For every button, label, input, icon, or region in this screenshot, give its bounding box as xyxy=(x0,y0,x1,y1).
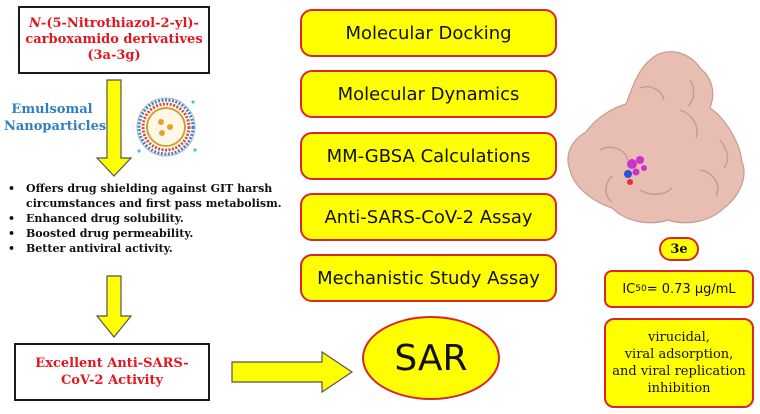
emulsomal-label-line-2: Nanoparticles xyxy=(4,119,107,134)
title-line-2: carboxamido derivatives xyxy=(25,32,203,47)
compound-series-title-box: N-(5-Nitrothiazol-2-yl)- carboxamido der… xyxy=(18,6,210,74)
mechanism-line-3: and viral replication xyxy=(612,364,746,379)
sar-ellipse: SAR xyxy=(362,316,500,400)
emulsomal-nanoparticles-label: Emulsomal Nanoparticles xyxy=(4,101,107,135)
benefit-item: Enhanced drug solubility. xyxy=(6,211,306,226)
benefit-item: Boosted drug permeability. xyxy=(6,226,306,241)
ic50-value: = 0.73 µg/mL xyxy=(646,281,736,297)
benefit-item: Offers drug shielding against GIT harsh … xyxy=(6,181,306,211)
emulsome-icon xyxy=(136,97,197,157)
activity-result-box: Excellent Anti-SARS- CoV-2 Activity xyxy=(14,343,210,401)
activity-line-1: Excellent Anti-SARS- xyxy=(35,356,189,371)
mechanism-line-1: virucidal, xyxy=(648,330,710,345)
step-mechanistic-study: Mechanistic Study Assay xyxy=(300,254,557,302)
compound-3e-label: 3e xyxy=(659,237,699,261)
down-arrow-1 xyxy=(95,79,133,177)
title-line-1: -(5-Nitrothiazol-2-yl)- xyxy=(40,16,199,31)
mechanism-box: virucidal, viral adsorption, and viral r… xyxy=(604,318,754,408)
step-molecular-dynamics: Molecular Dynamics xyxy=(300,70,557,118)
step-antiviral-assay: Anti-SARS-CoV-2 Assay xyxy=(300,193,557,241)
mechanism-line-2: viral adsorption, xyxy=(624,347,734,362)
step-molecular-docking: Molecular Docking xyxy=(300,9,557,57)
down-arrow-2 xyxy=(95,275,133,338)
activity-line-2: CoV-2 Activity xyxy=(60,373,164,388)
ic50-subscript: 50 xyxy=(635,284,647,294)
step-mm-gbsa: MM-GBSA Calculations xyxy=(300,132,557,180)
emulsomal-label-line-1: Emulsomal xyxy=(11,102,93,117)
mechanism-line-4: inhibition xyxy=(647,381,711,396)
benefits-list: Offers drug shielding against GIT harsh … xyxy=(6,181,306,256)
right-arrow-sar xyxy=(231,350,354,394)
benefit-item: Better antiviral activity. xyxy=(6,241,306,256)
ic50-prefix: IC xyxy=(622,281,636,297)
title-line-3: (3a-3g) xyxy=(87,48,141,63)
protein-structure-image xyxy=(567,51,745,224)
title-italic-n: N xyxy=(29,16,41,31)
